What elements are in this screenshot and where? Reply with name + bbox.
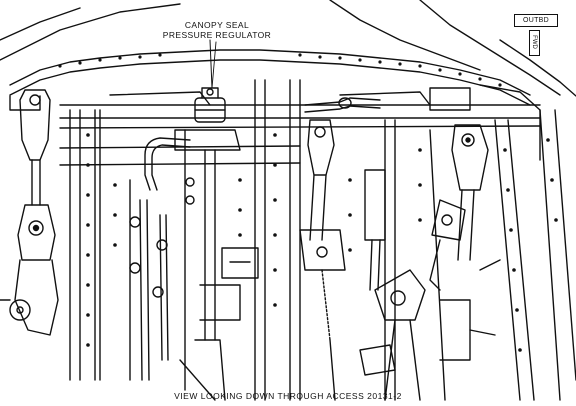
figure-caption: VIEW LOOKING DOWN THROUGH ACCESS 20131-2 xyxy=(174,391,402,401)
left-linkage xyxy=(0,89,59,336)
lower-mechanism xyxy=(359,259,501,401)
forward-indicator: FWD xyxy=(529,30,540,56)
callout-leader xyxy=(211,41,217,89)
callout-label: CANOPY SEAL PRESSURE REGULATOR xyxy=(162,20,272,40)
callout-line-2: PRESSURE REGULATOR xyxy=(162,30,272,40)
fasteners xyxy=(86,133,558,352)
pressure-regulator xyxy=(174,39,241,341)
upper-frame xyxy=(0,0,576,161)
vertical-columns xyxy=(69,79,535,401)
rivet-row xyxy=(58,53,502,87)
right-panel xyxy=(429,109,576,401)
forward-label: FWD xyxy=(531,35,537,49)
callout-line-1: CANOPY SEAL xyxy=(184,20,250,30)
right-bellcrank xyxy=(364,124,489,291)
valve-block xyxy=(179,247,259,401)
center-linkage xyxy=(299,119,346,401)
outboard-label: OUTBD xyxy=(523,17,549,24)
tubing xyxy=(129,97,381,381)
outboard-indicator: OUTBD xyxy=(514,14,558,27)
